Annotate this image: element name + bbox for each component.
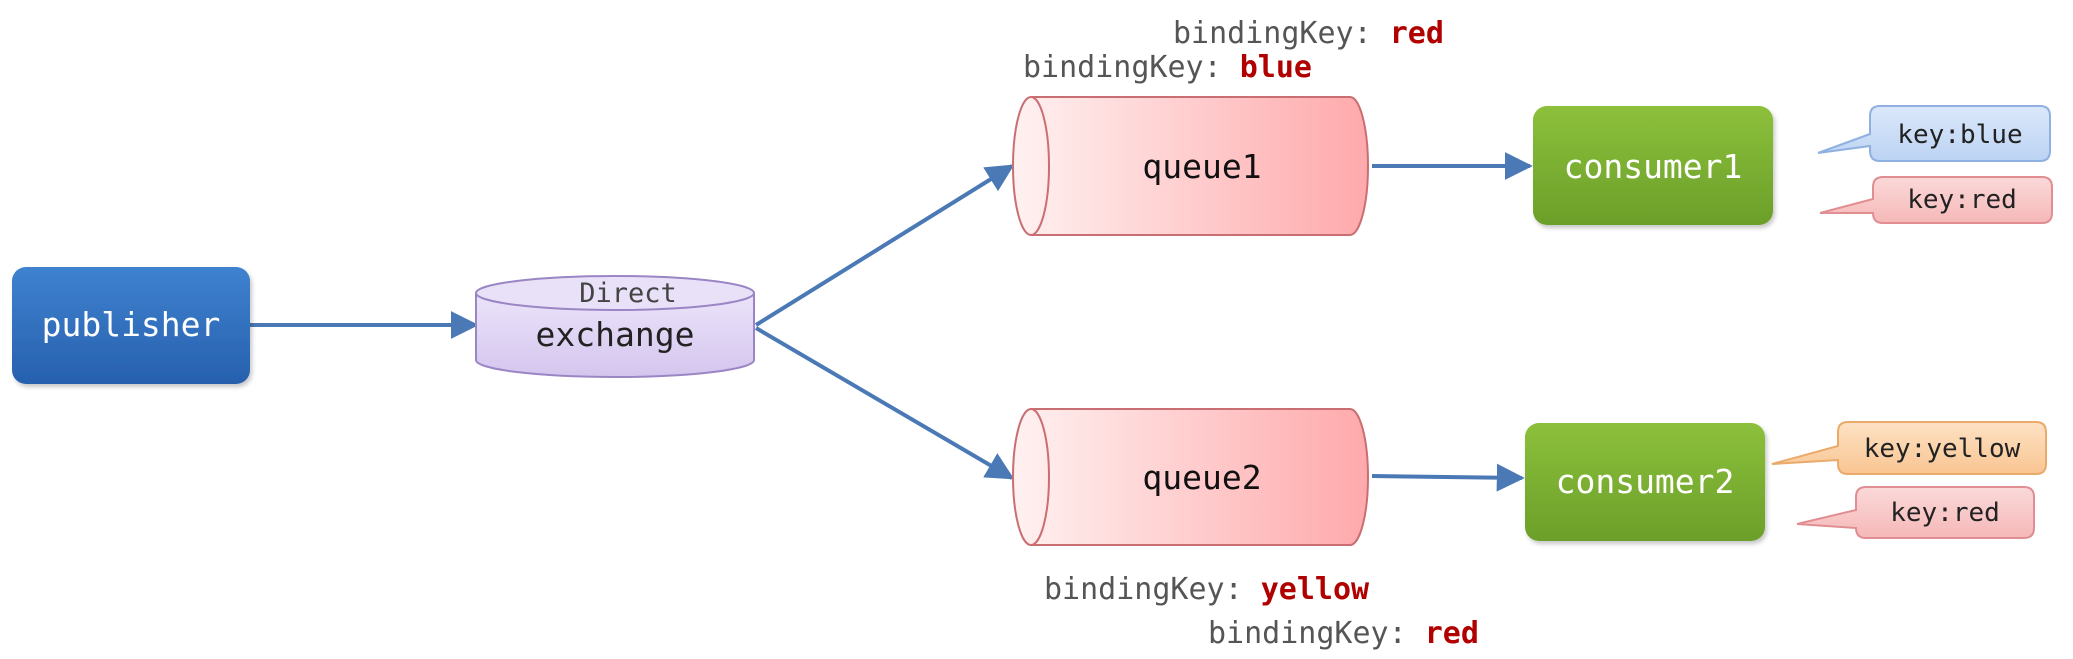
queue2-binding-red: bindingKey: red — [1208, 616, 1479, 651]
queue2-label: queue2 — [1142, 458, 1261, 497]
consumer1-label: consumer1 — [1564, 147, 1743, 186]
exchange-label: exchange — [536, 315, 695, 354]
message-bubble-consumer2-yellow: key:yellow — [1771, 421, 2047, 475]
queue1-node: queue1 — [1012, 96, 1369, 236]
exchange-type-label: Direct — [579, 278, 677, 309]
message-text: key:red — [1907, 185, 2017, 215]
arrow-queue2-to-consumer2 — [1371, 463, 1525, 492]
message-text: key:red — [1890, 498, 2000, 528]
consumer2-node: consumer2 — [1525, 423, 1765, 541]
exchange-node: Direct exchange — [475, 275, 755, 378]
message-text: key:yellow — [1864, 434, 2021, 464]
message-bubble-consumer1-red: key:red — [1819, 176, 2053, 224]
consumer2-label: consumer2 — [1556, 462, 1735, 501]
queue1-binding-red: bindingKey: red — [1173, 16, 1444, 51]
publisher-node: publisher — [12, 267, 250, 384]
message-bubble-consumer1-blue: key:blue — [1817, 105, 2051, 162]
publisher-label: publisher — [42, 305, 221, 344]
queue1-binding-blue: bindingKey: blue — [1023, 50, 1312, 85]
queue2-node: queue2 — [1012, 408, 1369, 546]
queue2-binding-yellow: bindingKey: yellow — [1044, 572, 1370, 607]
message-bubble-consumer2-red: key:red — [1796, 486, 2035, 539]
consumer1-node: consumer1 — [1533, 106, 1773, 225]
message-text: key:blue — [1897, 120, 2022, 150]
arrow-exchange-to-queue1 — [754, 164, 1015, 327]
queue1-label: queue1 — [1142, 147, 1261, 186]
arrow-exchange-to-queue2 — [754, 326, 1015, 480]
